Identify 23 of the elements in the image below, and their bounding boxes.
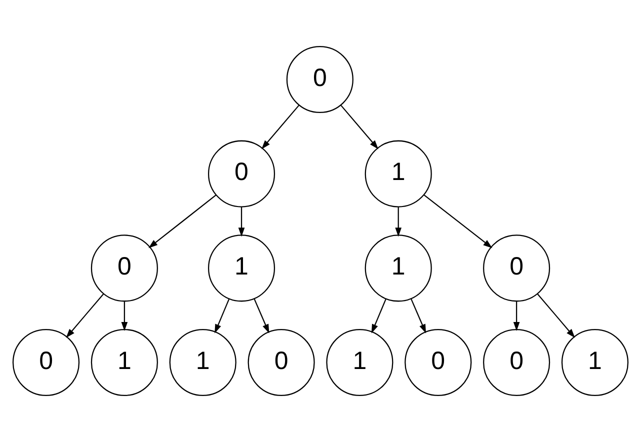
- node-circle: 0: [286, 45, 354, 113]
- node-circle: 1: [90, 328, 158, 396]
- arrow: [513, 301, 520, 331]
- node-circle: 0: [248, 328, 315, 396]
- arrow: [537, 293, 575, 338]
- node-circle: 1: [364, 234, 432, 302]
- arrow: [121, 301, 128, 331]
- arrow: [238, 206, 245, 236]
- node-circle: 0: [483, 328, 550, 396]
- arrow: [214, 298, 230, 333]
- node-circle: 1: [326, 328, 394, 396]
- arrow: [66, 293, 104, 338]
- arrow: [395, 206, 402, 236]
- arrow: [340, 104, 378, 149]
- node-circle: 0: [404, 328, 472, 396]
- arrow: [254, 298, 270, 333]
- node-circle: 1: [169, 328, 236, 396]
- arrow: [261, 104, 300, 149]
- arrow: [410, 298, 426, 333]
- node-circle: 1: [208, 234, 276, 302]
- arrow: [424, 194, 492, 248]
- arrow: [148, 194, 216, 248]
- arrow: [371, 298, 386, 333]
